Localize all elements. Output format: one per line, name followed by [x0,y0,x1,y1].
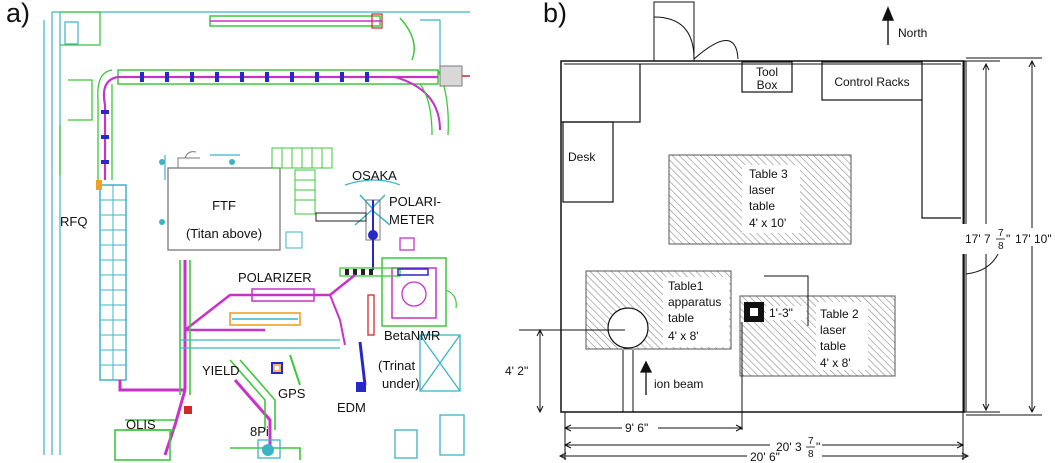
desk [562,121,614,203]
top-left-structures [59,11,101,175]
olis-label: OLIS [126,417,156,432]
dim-20-3-whole: 20' 3 [776,440,802,454]
ion-beam-arrow [639,360,653,395]
dim-20-3-close: " [816,440,820,454]
table1-line-3: table [668,311,694,325]
gps-label: GPS [278,386,306,401]
table3-line-3: table [749,199,775,213]
trinat-label-1: (Trinat [378,358,415,373]
polarizer-label: POLARIZER [238,270,312,285]
dim-17-7-label: 17' 7 [965,232,991,246]
betanmr-block [339,257,457,336]
dim-20-6-label: 20' 6" [750,450,780,463]
dim-20-3-den: 8 [808,449,814,460]
table3-line-4: 4' x 10' [749,216,786,230]
table-1-label-bg [663,277,729,347]
table2-line-3: table [820,339,846,353]
door-frame [653,1,695,62]
green-beamlines [114,260,301,461]
table2-line-2: laser [820,323,846,337]
lower-cyan-features [180,312,465,459]
dim-17-10-label: 17' 10" [1015,232,1052,246]
table2-line-1: Table 2 [820,307,859,321]
rfq-label: RFQ [60,214,87,229]
small-markers [184,362,366,414]
trinat-label-2: under) [382,376,420,391]
table1-line-2: apparatus [668,295,721,309]
toolbox-label-2: Box [757,78,778,92]
dim-20-3-label: 20' 3 [776,440,802,454]
osaka-label: OSAKA [352,168,397,183]
osaka-polarimeter [315,179,415,270]
dim-1-3-label-bg [766,306,806,320]
dim-17-7-whole: 17' 7 [965,232,991,246]
table1-line-1: Table1 [668,279,704,293]
control-racks-label: Control Racks [834,75,909,89]
dim-4-2-label: 4' 2" [505,364,528,378]
ftf-building [159,151,281,251]
ftf-sub-label: (Titan above) [186,226,262,241]
desk-label: Desk [568,150,596,164]
dim-17-7-den: 8 [998,241,1004,252]
control-racks [821,61,923,101]
facility-map: FTF (Titan above) RFQ OSAKA POLARI- METE… [43,11,470,461]
panel-a-tag: a) [6,0,31,28]
tool-box [741,61,793,93]
table-2-label-bg [816,302,868,370]
top-beamline [209,13,415,61]
north-arrow [881,6,895,45]
table3-line-1: Table 3 [749,167,788,181]
ion-beam-label: ion beam [654,377,703,391]
north-label: North [898,26,927,40]
polarimeter-label-1: POLARI- [389,194,441,209]
dim-17-7-close: " [1006,232,1010,246]
edm-label: EDM [337,400,366,415]
table2-line-4: 4' x 8' [820,356,851,370]
stairs [271,147,333,249]
building-walls [43,11,470,455]
table-3-label-bg [742,165,800,233]
betanmr-label: BetaNMR [384,328,440,343]
apparatus-chamber [607,307,649,349]
central-beamlines [118,260,367,456]
table3-line-2: laser [749,183,775,197]
upper-beamline [97,65,470,180]
panel-b-tag: b) [543,0,568,28]
toolbox-label-1: Tool [756,65,778,79]
table1-line-4: 4' x 8' [668,329,699,343]
polarimeter-label-2: METER [389,212,435,227]
yield-label: YIELD [202,363,240,378]
dim-1-3-label: 1'-3" [769,306,793,320]
dim-9-6-label: 9' 6" [625,421,648,435]
dim-17-7-num: 7 [998,228,1004,239]
8pi-label: 8Pi [250,424,269,439]
rfq-column [96,180,127,381]
dim-20-3-num: 7 [808,436,814,447]
ftf-label: FTF [212,198,236,213]
